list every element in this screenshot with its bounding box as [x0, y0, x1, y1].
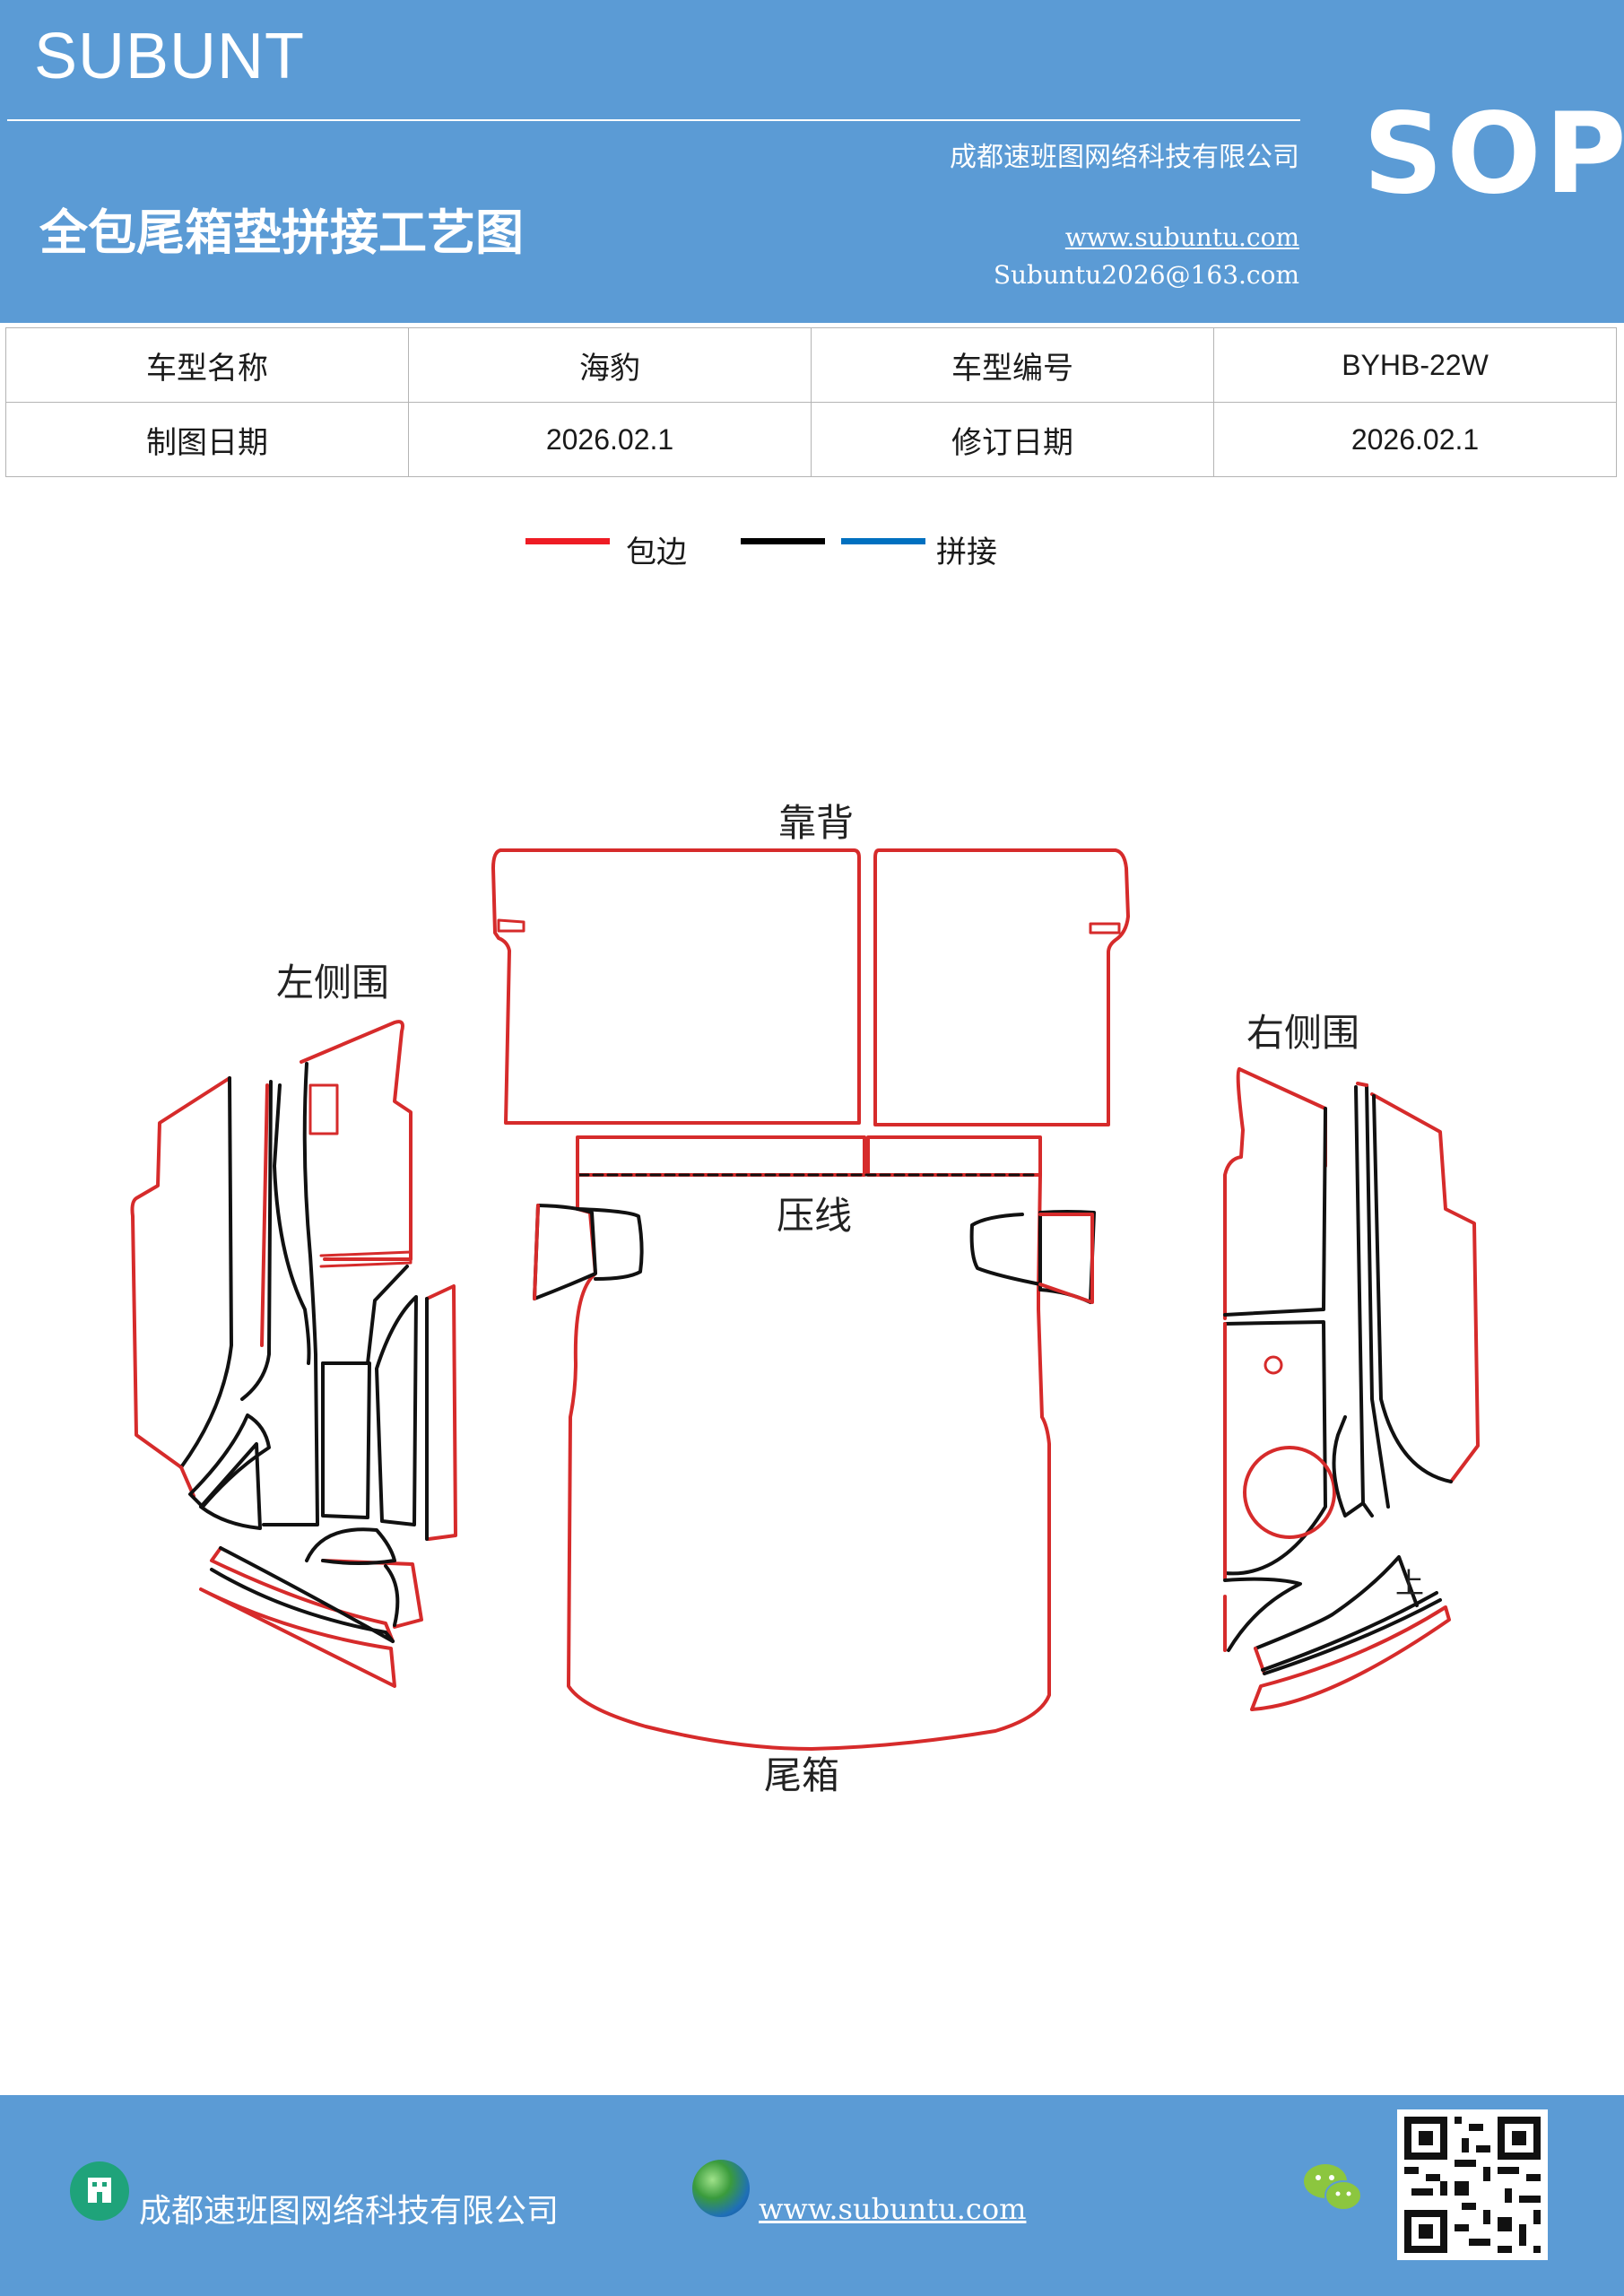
line-legend: 包边 拼接 [0, 520, 1624, 574]
building-icon [70, 2161, 129, 2221]
header-banner: SUBUNT 成都速班图网络科技有限公司 全包尾箱垫拼接工艺图 www.subu… [0, 0, 1624, 323]
draw-date-label: 制图日期 [5, 402, 409, 477]
model-code-label: 车型编号 [811, 327, 1214, 403]
website-link[interactable]: www.subuntu.com [1064, 222, 1299, 252]
legend-swatch-binding [525, 538, 610, 544]
legend-label-binding: 包边 [626, 535, 687, 570]
footer-company-name: 成都速班图网络科技有限公司 [139, 2193, 560, 2230]
vehicle-info-table: 车型名称 海豹 车型编号 BYHB-22W 制图日期 2026.02.1 修订日… [5, 327, 1617, 477]
document-title: 全包尾箱垫拼接工艺图 [39, 204, 524, 261]
model-name-value: 海豹 [408, 327, 812, 403]
label-trunk: 尾箱 [764, 1753, 839, 1797]
legend-swatch-seam [841, 538, 925, 544]
header-divider [7, 119, 1300, 121]
wechat-icon[interactable] [1302, 2161, 1365, 2215]
right-side-panels [1223, 1067, 1480, 1711]
trunk-main-panel [533, 1173, 1096, 1751]
legend-swatch-black [741, 538, 825, 544]
table-row: 车型名称 海豹 车型编号 BYHB-22W [5, 327, 1617, 403]
label-up-mark: 上 [1395, 1566, 1424, 1600]
left-side-panels [130, 1020, 457, 1688]
brand-name: SUBUNT [34, 21, 306, 92]
sop-badge: SOP [1363, 90, 1624, 219]
label-backrest: 靠背 [778, 801, 854, 845]
label-press-line: 压线 [777, 1194, 852, 1238]
model-name-label: 车型名称 [5, 327, 409, 403]
table-row: 制图日期 2026.02.1 修订日期 2026.02.1 [5, 402, 1617, 477]
trunk-top-strips [576, 1135, 1042, 1177]
email-address: Subuntu2026@163.com [993, 260, 1299, 290]
revise-date-label: 修订日期 [811, 402, 1214, 477]
draw-date-value: 2026.02.1 [408, 402, 812, 477]
footer-website-link[interactable]: www.subuntu.com [759, 2192, 1027, 2226]
footer-banner: 成都速班图网络科技有限公司 www.subuntu.com [0, 2095, 1624, 2296]
label-left-side: 左侧围 [276, 961, 389, 1004]
model-code-value: BYHB-22W [1213, 327, 1617, 403]
company-name: 成都速班图网络科技有限公司 [950, 142, 1299, 173]
backrest-panels [491, 848, 1130, 1126]
label-right-side: 右侧围 [1246, 1011, 1359, 1055]
legend-label-seam: 拼接 [936, 535, 997, 570]
qr-code [1397, 2109, 1548, 2260]
globe-icon [692, 2160, 750, 2217]
revise-date-value: 2026.02.1 [1213, 402, 1617, 477]
